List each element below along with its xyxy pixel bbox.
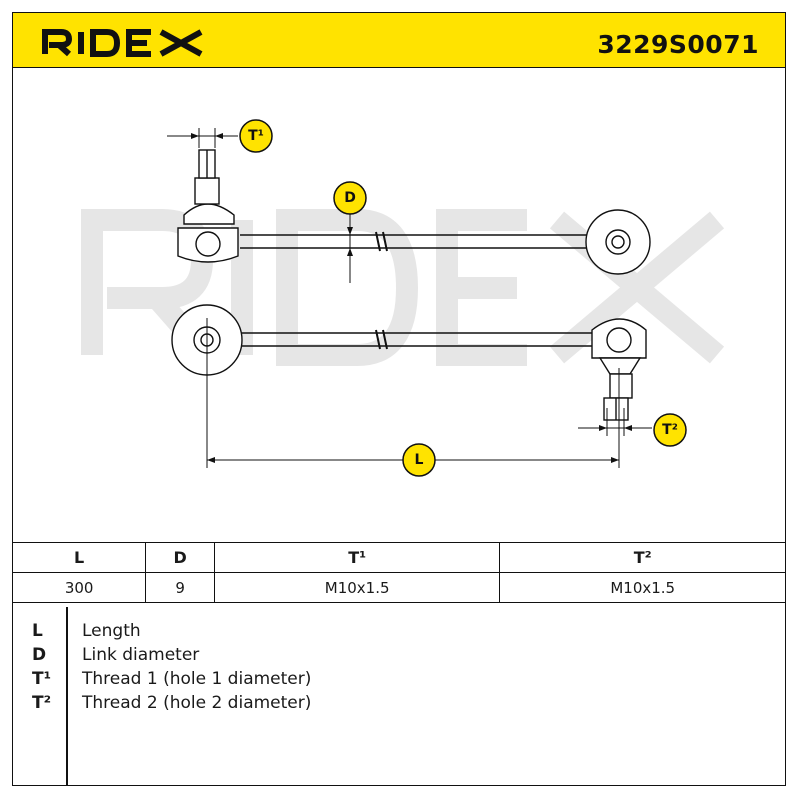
legend-key: D [32,645,47,665]
legend-description: Thread 1 (hole 1 diameter) [82,669,312,689]
legend-key: T² [32,693,52,713]
legend-key: T¹ [32,669,52,689]
spec-value-d: 9 [145,572,215,603]
callout-t1: T¹ [239,119,273,153]
callout-d-label: D [344,190,356,206]
callout-l-label: L [415,452,424,468]
legend-description: Thread 2 (hole 2 diameter) [82,693,312,713]
legend-divider [66,607,68,786]
legend-description: Length [82,621,141,641]
legend-description: Link diameter [82,645,200,665]
callout-t1-label: T¹ [248,128,264,144]
spec-header-d: D [145,542,215,573]
spec-header-l: L [11,542,147,573]
ridex-logo [42,29,203,57]
spec-value-row: 300 9 M10x1.5 M10x1.5 [11,572,786,603]
top-link [167,128,651,275]
spec-table: L D T¹ T² 300 9 M10x1.5 M10x1.5 [11,542,786,603]
d-dimension [347,213,353,283]
callout-d: D [333,181,367,215]
callout-t2: T² [653,413,687,447]
spec-value-t1: M10x1.5 [213,572,501,603]
spec-value-t2: M10x1.5 [499,572,786,603]
legend: L Length D Link diameter T¹ Thread 1 (ho… [12,607,786,786]
legend-key: L [32,621,43,641]
spec-header-t1: T¹ [213,542,501,573]
callout-t2-label: T² [662,422,678,438]
spec-header-t2: T² [499,542,786,573]
technical-drawing: T¹ D L T² [81,119,725,477]
header-bar: 3229S0071 [12,12,786,68]
callout-l: L [402,443,436,477]
spec-value-l: 300 [11,572,147,603]
spec-header-row: L D T¹ T² [11,542,786,573]
part-number: 3229S0071 [597,30,759,59]
